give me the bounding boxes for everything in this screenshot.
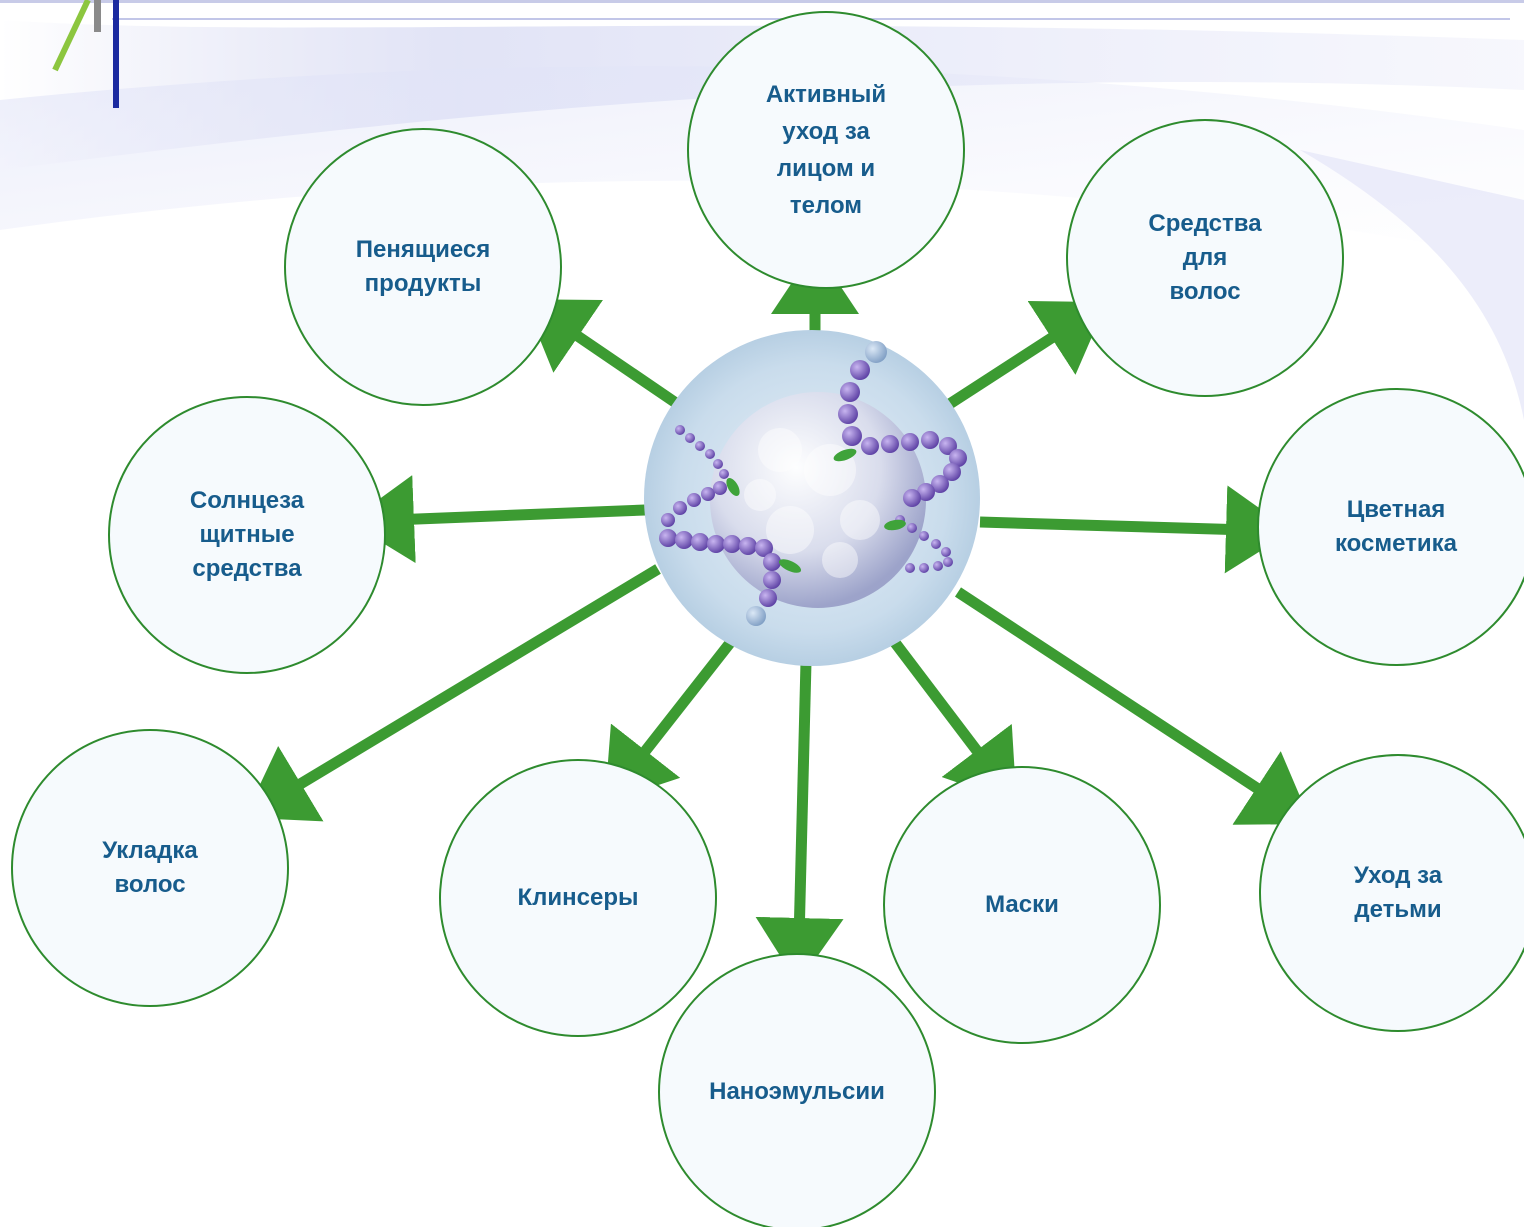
chain-top-bead [840,382,860,402]
chain-lower-right-bead [933,561,943,571]
chain-upper-left-bead [675,425,685,435]
node-circle-foaming [284,128,562,406]
chain-lower-right-bead [905,563,915,573]
blue-bar-decoration [113,0,119,108]
node-label-child-care: Уход за детьми [1353,862,1443,923]
chain-lower-right-bead [931,539,941,549]
chain-right-bead [861,437,879,455]
chain-upper-left-bead [685,433,695,443]
chain-top-bead [850,360,870,380]
chain-bottom-bead [739,537,757,555]
chain-lower-right-bead [943,557,953,567]
node-circles [11,11,1524,1227]
chain-upper-left-bead [719,469,729,479]
node-circle-color-cosmetics [1257,388,1524,666]
node-circle-child-care [1259,754,1524,1032]
chain-top-bead [842,426,862,446]
chain-left-bead [713,481,727,495]
node-label-hair-styling: Укладка волос [102,837,198,898]
node-circle-hair-styling [11,729,289,1007]
chain-lower-right-bead [919,531,929,541]
node-label-color-cosmetics: Цветная косметика [1334,496,1458,557]
arrow-to-hair-products [945,301,1107,410]
chain-bottom-bead [763,571,781,589]
arrow-to-foaming [523,299,680,408]
chain-right-bead [943,463,961,481]
node-circle-masks [883,766,1161,1044]
chain-left-bead [687,493,701,507]
node-label-sunscreens: Солнцеза щитные средства [189,487,305,582]
arrow-to-masks [888,636,1017,804]
chain-bottom-bead [659,529,677,547]
node-circle-cleansers [439,759,717,1037]
chain-bottom-bead [723,535,741,553]
chain-right-bead [931,475,949,493]
node-label-foaming: Пенящиеся продукты [355,236,491,297]
chain-right-bead [903,489,921,507]
chain-bottom-bead [759,589,777,607]
chain-right-bead [901,433,919,451]
chain-right-bead [921,431,939,449]
chain-bottom-bead [691,533,709,551]
chain-bottom-bead [755,539,773,557]
node-circle-nanoemulsions [658,953,936,1227]
chain-lower-right-bead [941,547,951,557]
chain-right-bead [949,449,967,467]
chain-upper-left-bead [713,459,723,469]
chain-left-bead [701,487,715,501]
node-label-nanoemulsions: Наноэмульсии [709,1078,885,1105]
chain-upper-left-bead [695,441,705,451]
molecule-chains [659,341,967,626]
chain-right-bead [939,437,957,455]
node-circle-active [687,11,965,289]
arrow-to-nanoemulsions [755,661,844,984]
arrow-to-sunscreens [348,475,646,564]
node-label-hair-products: Средства для волос [1148,210,1262,305]
slide-corner-decoration [52,0,119,108]
chain-lower-right-bead [907,523,917,533]
node-circle-sunscreens [108,396,386,674]
chain-bottom-bead [763,553,781,571]
chain-lower-right-bead [919,563,929,573]
node-label-cleansers: Клинсеры [517,884,639,911]
arrow-to-hair-styling [244,564,661,822]
arrow-to-color-cosmetics [979,485,1292,574]
node-circle-hair-products [1066,119,1344,397]
chain-right-bead [917,483,935,501]
chain-top-bead [838,404,858,424]
green-slash-decoration [52,0,91,72]
chain-bottom-bead [675,531,693,549]
arrow-to-cleansers [604,639,735,803]
chain-bottom-end-bead [746,606,766,626]
leaf-accents [726,448,906,573]
chain-bottom-bead [707,535,725,553]
chain-left-bead [673,501,687,515]
arrow-to-child-care [954,587,1312,825]
node-label-masks: Маски [985,891,1059,918]
chain-left-bead [661,513,675,527]
gray-bar-decoration [94,0,101,32]
chain-right-bead [881,435,899,453]
node-label-active: Активный уход за лицом и телом [765,81,887,219]
center-droplet-illustration [644,330,980,666]
chain-upper-left-bead [705,449,715,459]
chain-top-end-bead [865,341,887,363]
